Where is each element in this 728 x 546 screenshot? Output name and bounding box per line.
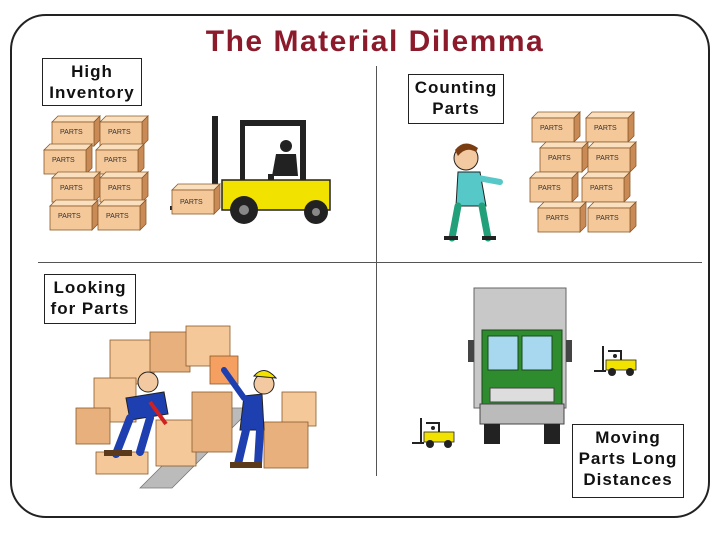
box-label: PARTS [590,185,613,192]
label-high-inventory: High Inventory [42,58,142,106]
slide-frame [10,14,710,518]
label-high-inventory-line2: Inventory [49,83,135,102]
box-label: PARTS [108,185,131,192]
box-label: PARTS [58,213,81,220]
label-moving-parts: Moving Parts Long Distances [572,424,684,498]
label-moving-parts-line2: Parts Long [578,449,678,468]
slide-title: The Material Dilemma [205,25,545,58]
delivery-truck [468,287,572,444]
label-counting-parts-line1: Counting [414,78,498,97]
box-label: PARTS [52,157,75,164]
label-looking-for-parts-line2: for Parts [50,299,130,318]
label-moving-parts-line3: Distances [583,470,673,489]
quadrant-divider-horizontal [38,262,702,263]
person-counting [444,143,503,242]
box-label: PARTS [106,213,129,220]
box-label: PARTS [104,157,127,164]
forklift-large: PARTS [170,116,331,224]
box-label: PARTS [60,185,83,192]
box-label: PARTS [546,215,569,222]
quadrant-divider-vertical [376,66,377,476]
box-pile [75,325,317,489]
parts-box-stack-left: PARTS PARTS PARTS PARTS PARTS PARTS PART… [43,115,149,231]
label-moving-parts-line1: Moving [595,428,661,447]
forklift-small-left [411,417,455,449]
forklift-small-right [593,345,637,377]
box-label: PARTS [540,125,563,132]
worker-right [221,367,278,468]
box-label: PARTS [596,155,619,162]
box-label: PARTS [538,185,561,192]
label-counting-parts: Counting Parts [408,74,504,124]
box-label: PARTS [548,155,571,162]
label-looking-for-parts: Looking for Parts [44,274,136,324]
box-label: PARTS [60,129,83,136]
box-label: PARTS [596,215,619,222]
box-label: PARTS [594,125,617,132]
box-label: PARTS [108,129,131,136]
parts-box-stack-right: PARTS PARTS PARTS PARTS PARTS PARTS PART… [529,111,637,233]
box-label: PARTS [180,199,203,206]
label-counting-parts-line2: Parts [432,99,480,118]
label-high-inventory-line1: High [71,62,113,81]
worker-left [104,371,169,458]
label-looking-for-parts-line1: Looking [53,278,127,297]
